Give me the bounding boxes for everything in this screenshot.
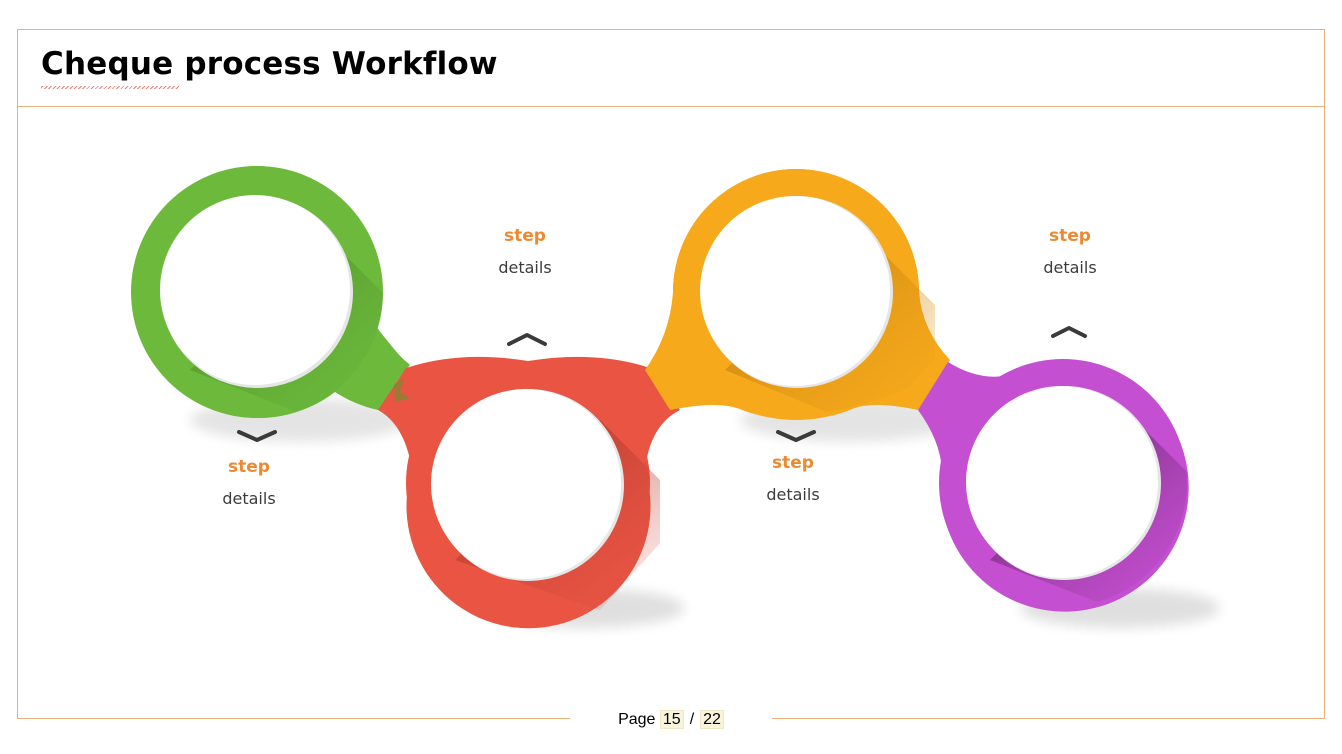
chevron-up-icon [1051, 326, 1087, 338]
step-1-details: details [222, 489, 276, 508]
page-title: Cheque process Workflow [41, 46, 498, 82]
page-indicator: Page 15 / 22 [570, 708, 772, 732]
spellcheck-underline [41, 86, 179, 89]
chevron-down-icon [776, 430, 816, 442]
step-3-disc [700, 196, 890, 386]
chevron-down-icon [237, 430, 277, 442]
page-label: Page [618, 711, 656, 728]
step-3-title: step [772, 453, 814, 473]
page-separator: / [689, 711, 695, 728]
step-2-title: step [504, 226, 546, 246]
step-3-label: step details [713, 453, 873, 504]
step-2-details: details [498, 258, 552, 277]
step-1-title: step [228, 457, 270, 477]
step-1-label: step details [169, 457, 329, 508]
chevron-up-icon [507, 333, 547, 346]
step-4-title: step [1049, 226, 1091, 246]
current-page-field[interactable]: 15 [659, 710, 684, 729]
step-4-disc [966, 386, 1158, 578]
step-3-details: details [766, 485, 820, 504]
step-4-label: step details [990, 226, 1150, 277]
step-4-details: details [1043, 258, 1097, 277]
step-1-disc [160, 195, 350, 385]
step-2-disc [431, 389, 621, 579]
step-2-label: step details [445, 226, 605, 277]
total-pages: 22 [700, 710, 724, 729]
title-bar [17, 29, 1325, 107]
